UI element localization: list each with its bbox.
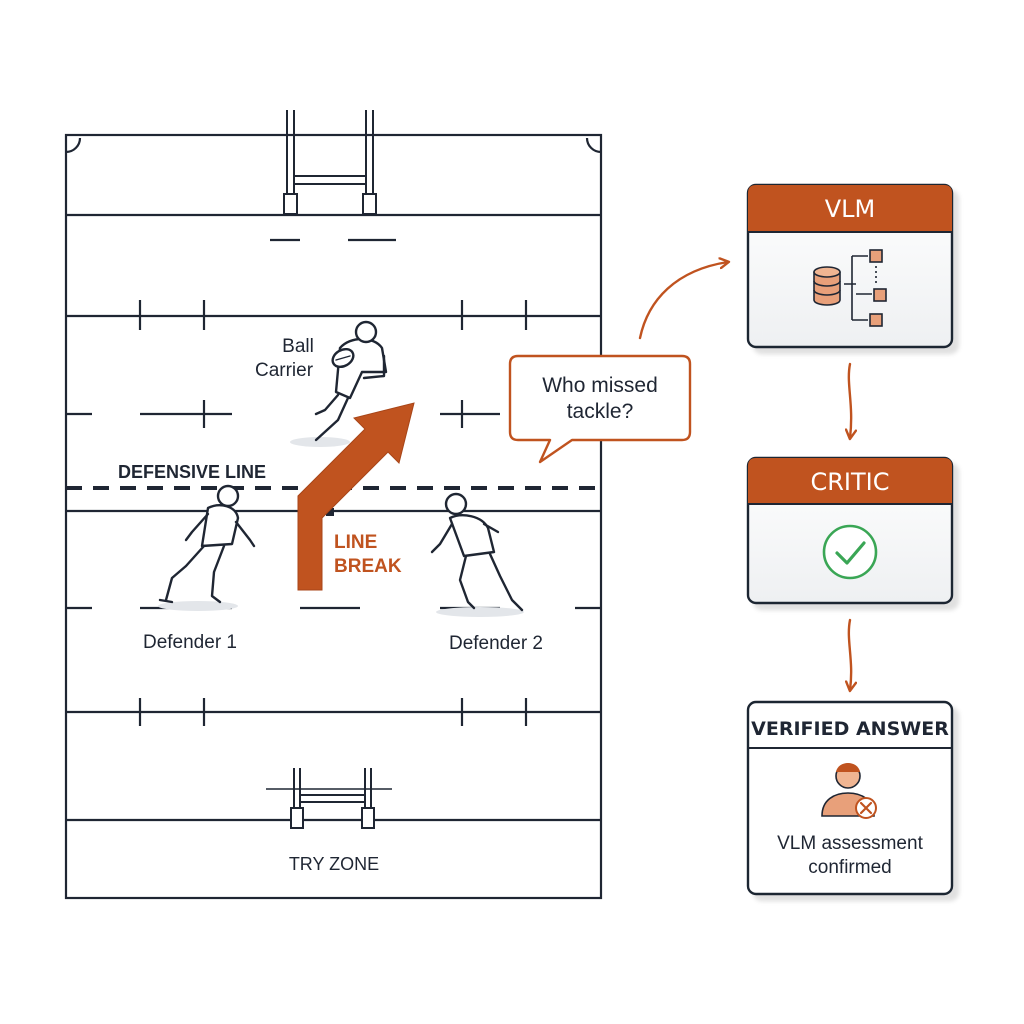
line-break-label-line2: BREAK xyxy=(334,556,402,577)
ball-carrier-player xyxy=(290,320,388,447)
goal-posts-top xyxy=(283,110,377,215)
speech-bubble: Who missed tackle? xyxy=(508,354,692,464)
defender-1-player xyxy=(158,484,256,611)
user-cross-icon xyxy=(821,763,877,819)
break-point-marker xyxy=(326,508,334,516)
rugby-field xyxy=(64,110,603,900)
ball-carrier-label-line2: Carrier xyxy=(255,360,314,381)
check-circle-icon xyxy=(822,524,878,580)
database-network-icon xyxy=(813,249,887,327)
verified-answer-line1: VLM assessment xyxy=(777,833,923,854)
vlm-title: VLM xyxy=(825,195,876,223)
vlm-card: VLM xyxy=(746,183,954,349)
corner-mark xyxy=(585,137,602,154)
defender-1-label: Defender 1 xyxy=(143,632,237,653)
critic-title: CRITIC xyxy=(810,468,889,496)
defender-2-label: Defender 2 xyxy=(449,633,543,654)
line-break-arrow xyxy=(297,402,415,591)
corner-mark xyxy=(65,137,82,154)
vlm-to-critic-arrow xyxy=(849,362,851,438)
verified-answer-title: VERIFIED ANSWER xyxy=(751,718,949,740)
verified-answer-card: VERIFIED ANSWER VLM assessment confirmed xyxy=(746,700,954,896)
goal-posts-bottom xyxy=(266,768,392,829)
speech-bubble-line2: tackle? xyxy=(567,400,634,423)
line-break-label-line1: LINE xyxy=(334,532,377,553)
defender-2-player xyxy=(430,492,524,617)
critic-card: CRITIC xyxy=(746,456,954,605)
defensive-line-label: DEFENSIVE LINE xyxy=(118,462,266,482)
critic-to-answer-arrow xyxy=(849,618,851,690)
ball-carrier-label-line1: Ball xyxy=(282,336,314,357)
speech-bubble-line1: Who missed xyxy=(542,374,658,397)
verified-answer-line2: confirmed xyxy=(808,857,891,878)
field-boundary xyxy=(64,133,603,900)
try-zone-label: TRY ZONE xyxy=(289,854,379,874)
bubble-to-vlm-arrow xyxy=(638,262,728,340)
